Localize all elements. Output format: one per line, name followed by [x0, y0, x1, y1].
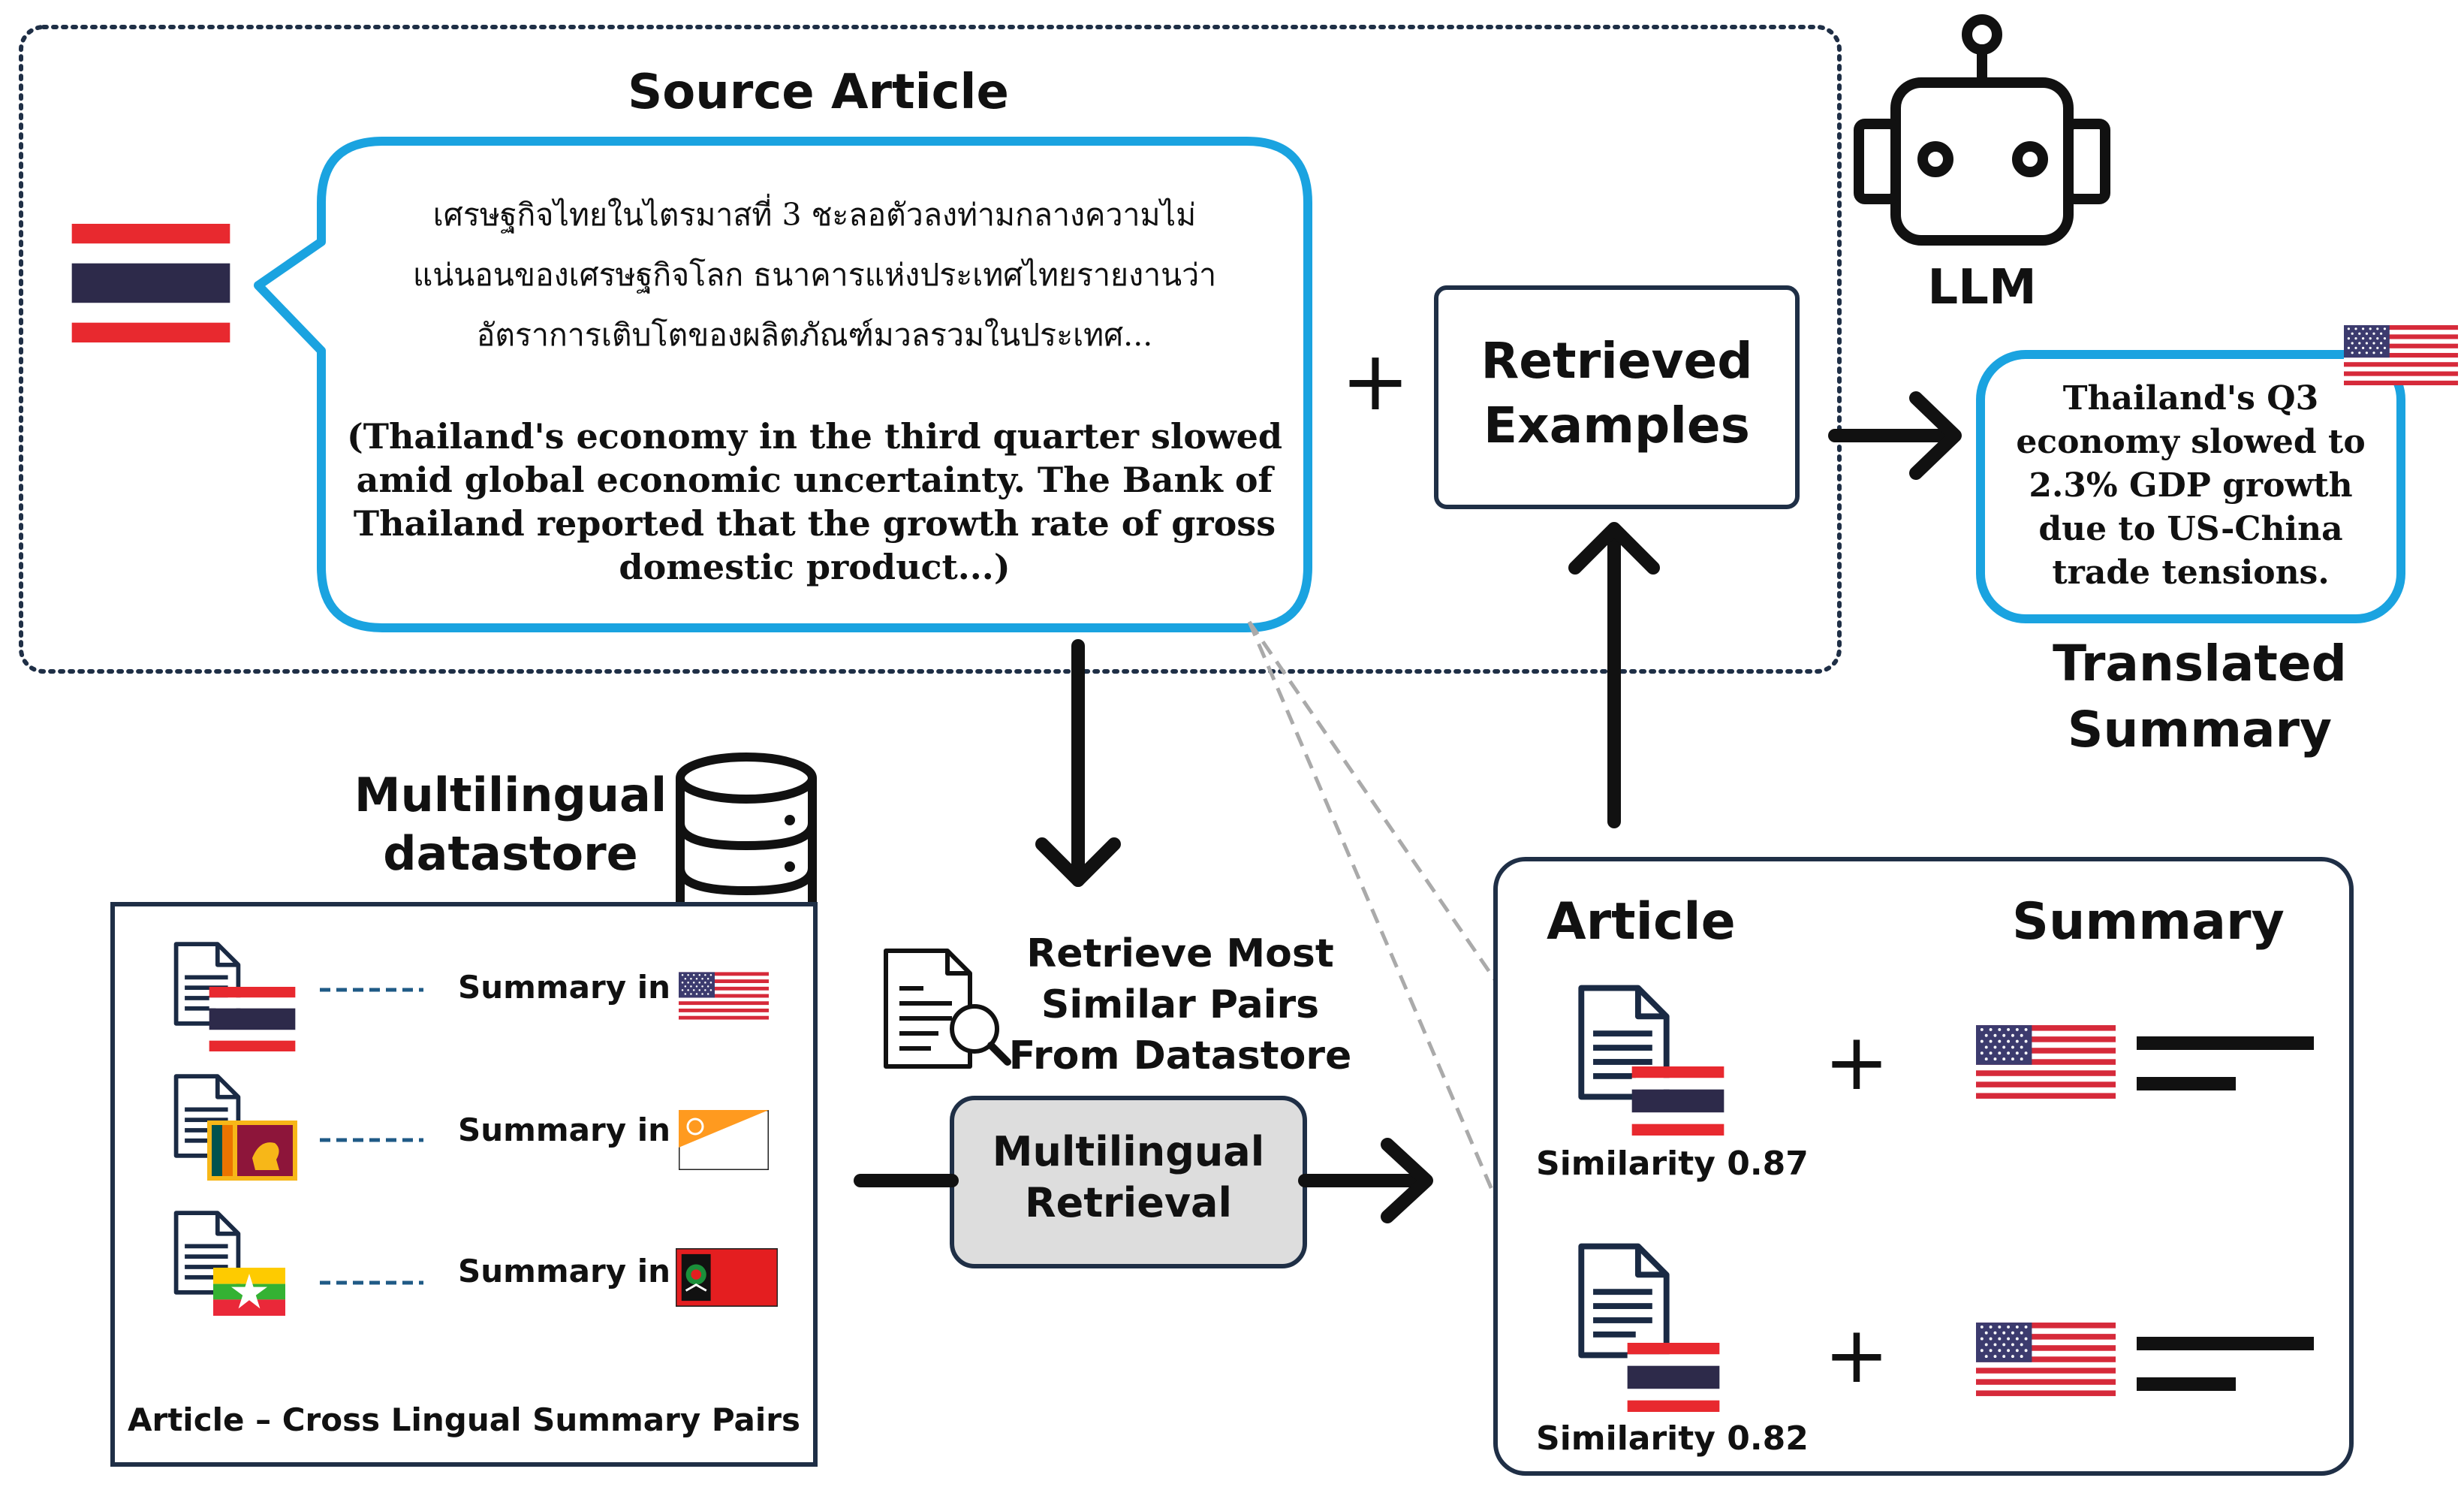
result1-thailand-flag-icon [1631, 1066, 1724, 1136]
datastore-title-line-2: datastore [383, 826, 638, 881]
row3-red-emblem-flag-icon [676, 1248, 778, 1307]
english-line: domestic product...) [619, 547, 1011, 587]
result2-document-icon [1581, 1247, 1666, 1356]
output-line: Thailand's Q3 [2062, 379, 2319, 418]
row1-us-flag-icon [679, 972, 769, 1020]
result2-plus-sign: + [1824, 1309, 1890, 1401]
retrieval-box-line-2: Retrieval [1025, 1179, 1232, 1226]
database-icon [676, 753, 817, 941]
thai-line: อัตราการเติบโตของผลิตภัณฑ์มวลรวมในประเทศ… [476, 317, 1153, 353]
output-line: economy slowed to [2016, 423, 2366, 461]
output-line: trade tensions. [2052, 553, 2330, 592]
retrieval-description-line: From Datastore [1008, 1033, 1352, 1078]
translated-line-2: Summary [2067, 701, 2333, 759]
result2-us-flag-icon [1976, 1323, 2116, 1396]
row1-thailand-flag-icon [209, 987, 296, 1051]
row1-summary-label: Summary in [458, 969, 671, 1006]
retrieval-box-line-1: Multilingual [992, 1128, 1265, 1175]
english-line: amid global economic uncertainty. The Ba… [356, 460, 1273, 500]
multilingual-retrieval-label: Multilingual Retrieval [952, 1127, 1305, 1229]
thai-line: แน่นอนของเศรษฐกิจโลก ธนาคารแห่งประเทศไทย… [412, 257, 1217, 293]
row3-myanmar-flag-icon [213, 1268, 285, 1316]
translated-line-1: Translated [2053, 635, 2347, 692]
row2-summary-label: Summary in [458, 1111, 671, 1148]
english-line: Thailand reported that the growth rate o… [353, 503, 1276, 544]
arrow-to-output [1828, 391, 1962, 480]
summary-header: Summary [2012, 892, 2285, 952]
retrieval-description-line: Similar Pairs [1041, 982, 1320, 1027]
result1-summary-line-2 [2137, 1077, 2236, 1090]
retrieved-examples-label: Retrieved Examples [1436, 329, 1797, 458]
result1-plus-sign: + [1824, 1016, 1890, 1108]
retrieved-line-2: Examples [1484, 397, 1750, 454]
result2-thailand-flag-icon [1627, 1343, 1720, 1412]
retrieval-description: Retrieve Most Similar Pairs From Datasto… [993, 928, 1368, 1081]
source-thai-text: เศรษฐกิจไทยในไตรมาสที่ 3 ชะลอตัวลงท่ามกล… [345, 185, 1284, 365]
retrieval-description-line: Retrieve Most [1026, 931, 1334, 976]
output-us-flag-icon [2344, 325, 2458, 385]
result2-summary-line-2 [2137, 1377, 2236, 1391]
arrow-to-results [1298, 1138, 1433, 1223]
row3-summary-label: Summary in [458, 1253, 671, 1289]
datastore-title: Multilingual datastore [353, 766, 668, 883]
result1-similarity: Similarity 0.87 [1536, 1145, 1809, 1183]
robot-icon [1854, 14, 2110, 246]
source-english-text: (Thailand's economy in the third quarter… [338, 415, 1291, 589]
datastore-caption: Article – Cross Lingual Summary Pairs [128, 1401, 800, 1438]
results-panel [1493, 857, 2354, 1476]
row2-sri-lanka-flag-icon [207, 1121, 297, 1181]
row2-sinhala-flag-icon [679, 1110, 769, 1170]
output-line: due to US-China [2038, 510, 2343, 548]
result2-similarity: Similarity 0.82 [1536, 1419, 1809, 1458]
llm-label: LLM [1927, 260, 2037, 315]
source-container [19, 25, 1842, 674]
result2-summary-line-1 [2137, 1337, 2314, 1350]
english-line: (Thailand's economy in the third quarter… [346, 416, 1283, 457]
article-header: Article [1547, 892, 1736, 952]
translated-summary-label: Translated Summary [1982, 631, 2417, 763]
retrieved-line-1: Retrieved [1481, 332, 1753, 390]
datastore-title-line-1: Multilingual [354, 768, 667, 822]
result1-us-flag-icon [1976, 1025, 2116, 1099]
document-search-icon [884, 949, 1011, 1069]
output-summary-text: Thailand's Q3 economy slowed to 2.3% GDP… [1990, 377, 2392, 595]
output-summary-box [1976, 350, 2405, 623]
source-article-title: Source Article [628, 65, 1009, 120]
arrow-down-from-source [1035, 639, 1121, 887]
retrieved-examples-box [1434, 285, 1800, 509]
thai-line: เศรษฐกิจไทยในไตรมาสที่ 3 ชะลอตัวลงท่ามกล… [432, 197, 1197, 233]
output-line: 2.3% GDP growth [2029, 466, 2353, 505]
result1-summary-line-1 [2137, 1036, 2314, 1050]
plus-sign: + [1340, 333, 1411, 429]
arrow-up-to-retrieved [1568, 522, 1660, 828]
source-speech-bubble [254, 137, 1312, 632]
thai-flag-icon [71, 224, 230, 342]
